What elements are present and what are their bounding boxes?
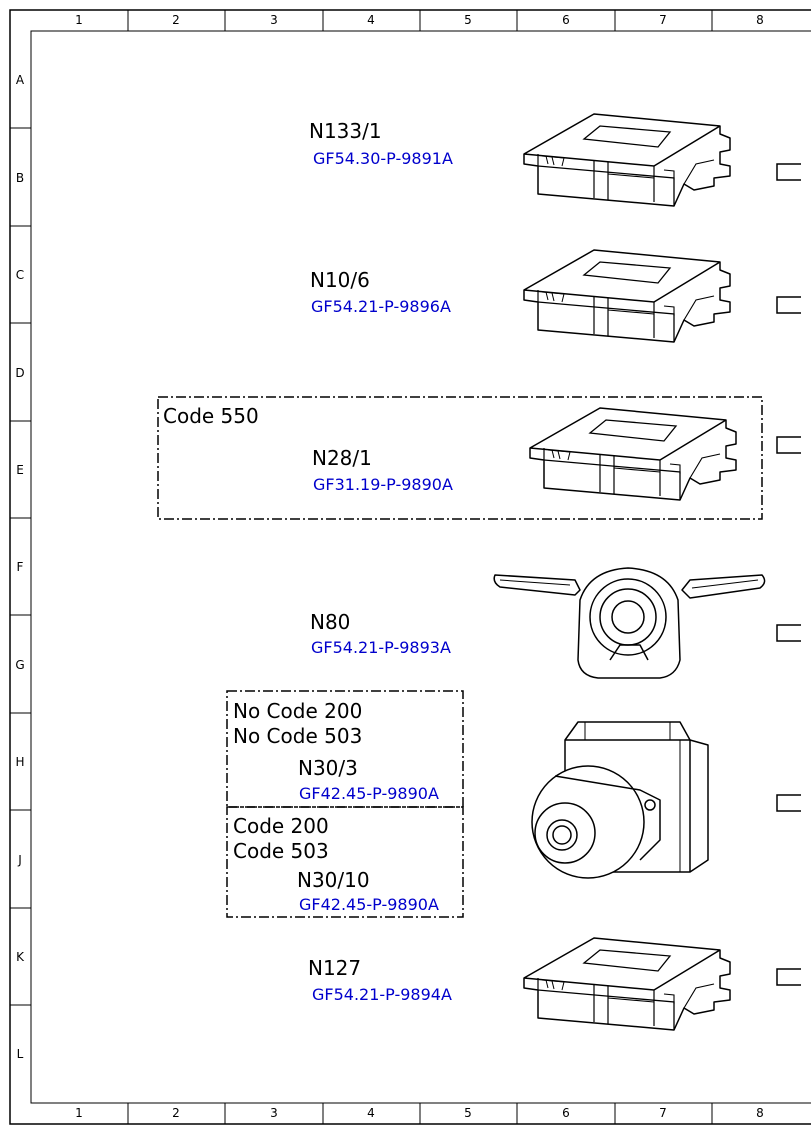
column-dividers bbox=[127, 10, 713, 1124]
grid-col-label: 6 bbox=[562, 1106, 570, 1120]
grid-row-label: K bbox=[16, 950, 24, 964]
grid-col-label: 5 bbox=[464, 13, 472, 27]
component-label-n28-1: N28/1 bbox=[312, 446, 372, 470]
code-label-200: Code 200 bbox=[233, 814, 329, 838]
grid-col-label: 6 bbox=[562, 13, 570, 27]
ecu-drawing-n133-1 bbox=[523, 113, 731, 207]
doc-link-n30-3[interactable]: GF42.45-P-9890A bbox=[299, 784, 439, 803]
code-label-no-200: No Code 200 bbox=[233, 699, 363, 723]
grid-col-label: 5 bbox=[464, 1106, 472, 1120]
connector-stubs bbox=[776, 163, 801, 986]
grid-col-label: 3 bbox=[270, 13, 278, 27]
row-dividers bbox=[10, 127, 31, 1006]
inner-frame bbox=[30, 30, 811, 1104]
code-label-no-503: No Code 503 bbox=[233, 724, 363, 748]
outer-frame bbox=[9, 9, 811, 1125]
component-label-n127: N127 bbox=[308, 956, 362, 980]
code-label-550: Code 550 bbox=[163, 404, 259, 428]
doc-link-n28-1[interactable]: GF31.19-P-9890A bbox=[313, 475, 453, 494]
code-label-503: Code 503 bbox=[233, 839, 329, 863]
steering-module-drawing bbox=[493, 567, 766, 679]
ecu-drawing-n127 bbox=[523, 937, 731, 1031]
grid-col-label: 7 bbox=[659, 1106, 667, 1120]
grid-row-label: E bbox=[16, 463, 24, 477]
component-label-n80: N80 bbox=[310, 610, 351, 634]
grid-col-label: 3 bbox=[270, 1106, 278, 1120]
grid-col-label: 2 bbox=[172, 1106, 180, 1120]
doc-link-n133-1[interactable]: GF54.30-P-9891A bbox=[313, 149, 453, 168]
component-label-n10-6: N10/6 bbox=[310, 268, 370, 292]
component-label-n30-10: N30/10 bbox=[297, 868, 370, 892]
grid-row-label: L bbox=[16, 1047, 24, 1061]
ecu-drawing-n28-1 bbox=[529, 407, 737, 501]
grid-col-label: 8 bbox=[756, 1106, 764, 1120]
grid-col-label: 4 bbox=[367, 1106, 375, 1120]
grid-row-label: A bbox=[15, 73, 25, 87]
esp-unit-drawing bbox=[531, 721, 709, 879]
grid-row-label: D bbox=[15, 366, 25, 380]
grid-col-label: 4 bbox=[367, 13, 375, 27]
grid-col-label: 8 bbox=[756, 13, 764, 27]
grid-col-label: 1 bbox=[75, 1106, 83, 1120]
grid-row-label: C bbox=[15, 268, 25, 282]
grid-row-label: G bbox=[15, 658, 25, 672]
doc-link-n127[interactable]: GF54.21-P-9894A bbox=[312, 985, 452, 1004]
doc-link-n80[interactable]: GF54.21-P-9893A bbox=[311, 638, 451, 657]
ecu-drawing-n10-6 bbox=[523, 249, 731, 343]
doc-link-n30-10[interactable]: GF42.45-P-9890A bbox=[299, 895, 439, 914]
grid-row-label: B bbox=[15, 171, 25, 185]
grid-col-label: 2 bbox=[172, 13, 180, 27]
code-box-200-503 bbox=[226, 806, 464, 918]
code-box-550 bbox=[157, 396, 763, 520]
doc-link-n10-6[interactable]: GF54.21-P-9896A bbox=[311, 297, 451, 316]
component-label-n133-1: N133/1 bbox=[309, 119, 382, 143]
grid-row-label: F bbox=[16, 560, 24, 574]
component-label-n30-3: N30/3 bbox=[298, 756, 358, 780]
grid-row-label: H bbox=[15, 755, 25, 769]
grid-col-label: 1 bbox=[75, 13, 83, 27]
grid-col-label: 7 bbox=[659, 13, 667, 27]
grid-row-label: J bbox=[18, 853, 22, 867]
